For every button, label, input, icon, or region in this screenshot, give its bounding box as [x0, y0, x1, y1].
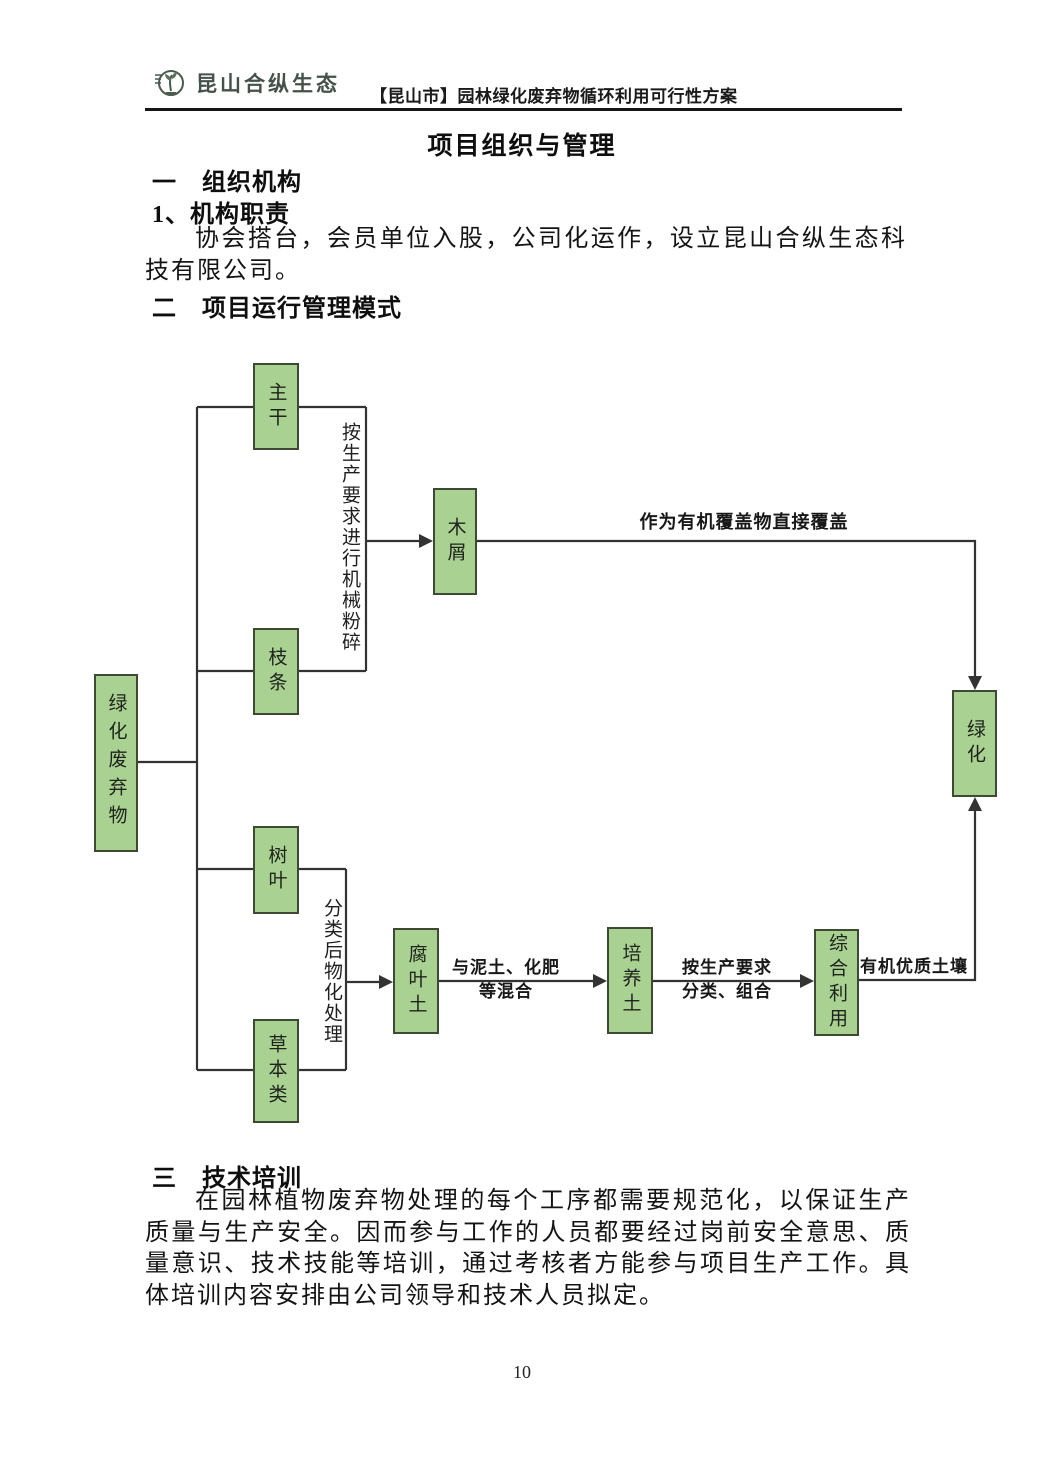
flowchart-label-combine-line1: 按生产要求: [682, 958, 772, 977]
flowchart-box-wood-chips-label: 木屑: [444, 516, 466, 567]
flowchart-label-mix-line1: 与泥土、化肥: [452, 958, 560, 977]
page-title: 项目组织与管理: [427, 133, 617, 160]
flowchart-box-leaves: 树叶: [253, 826, 299, 914]
flowchart-label-combine: 按生产要求 分类、组合: [667, 956, 787, 1004]
flowchart-process-crush: 按生产要求进行机械粉碎: [339, 422, 360, 653]
header-logo: 昆山合纵生态: [152, 66, 340, 100]
flowchart-box-leaf-mold-label: 腐叶土: [405, 943, 427, 1019]
flowchart-box-trunk-label: 主干: [265, 381, 287, 432]
flowchart-box-comprehensive-use-label: 综合利用: [826, 932, 847, 1033]
flowchart-box-leaf-mold: 腐叶土: [393, 928, 439, 1034]
flowchart-label-mulch: 作为有机覆盖物直接覆盖: [639, 512, 849, 532]
flowchart-box-branches-label: 枝条: [265, 646, 287, 697]
flowchart-box-comprehensive-use: 综合利用: [814, 929, 859, 1036]
flowchart-box-herbaceous: 草本类: [253, 1019, 299, 1123]
logo-text: 昆山合纵生态: [196, 72, 340, 96]
flowchart-box-source: 绿化废弃物: [94, 674, 138, 852]
flowchart-process-sort: 分类后物化处理: [321, 898, 342, 1045]
flowchart-box-source-label: 绿化废弃物: [105, 693, 127, 833]
flowchart-box-leaves-label: 树叶: [265, 845, 287, 895]
paragraph-duties: 协会搭台，会员单位入股，公司化运作，设立昆山合纵生态科技有限公司。: [145, 226, 907, 284]
flowchart-label-mix-line2: 等混合: [479, 982, 533, 1001]
heading-technical-training: 三 技术培训: [152, 1166, 302, 1192]
flowchart-box-wood-chips: 木屑: [433, 488, 477, 595]
flowchart-box-culture-soil-label: 培养土: [619, 943, 641, 1018]
flowchart-label-organic-soil: 有机优质土壤: [860, 957, 968, 976]
flowchart-box-branches: 枝条: [253, 628, 299, 715]
flowchart-label-mix: 与泥土、化肥 等混合: [446, 956, 566, 1004]
header-doc-title: 【昆山市】园林绿化废弃物循环利用可行性方案: [370, 87, 738, 106]
logo-icon: [155, 70, 184, 96]
page-number: 10: [513, 1362, 531, 1382]
heading-operation-mode: 二 项目运行管理模式: [152, 296, 402, 322]
flowchart-label-combine-line2: 分类、组合: [682, 982, 772, 1001]
flowchart-box-herbaceous-label: 草本类: [265, 1033, 287, 1109]
header-rule: [145, 108, 902, 111]
flowchart-box-greening: 绿化: [952, 690, 997, 797]
flowchart-box-trunk: 主干: [253, 363, 299, 450]
heading-organization: 一 组织机构: [152, 170, 302, 196]
heading-duties: 1、机构职责: [152, 202, 290, 228]
flowchart-box-greening-label: 绿化: [964, 718, 985, 769]
paragraph-training: 在园林植物废弃物处理的每个工序都需要规范化，以保证生产质量与生产安全。因而参与工…: [145, 1188, 911, 1309]
flowchart-box-culture-soil: 培养土: [607, 927, 653, 1034]
